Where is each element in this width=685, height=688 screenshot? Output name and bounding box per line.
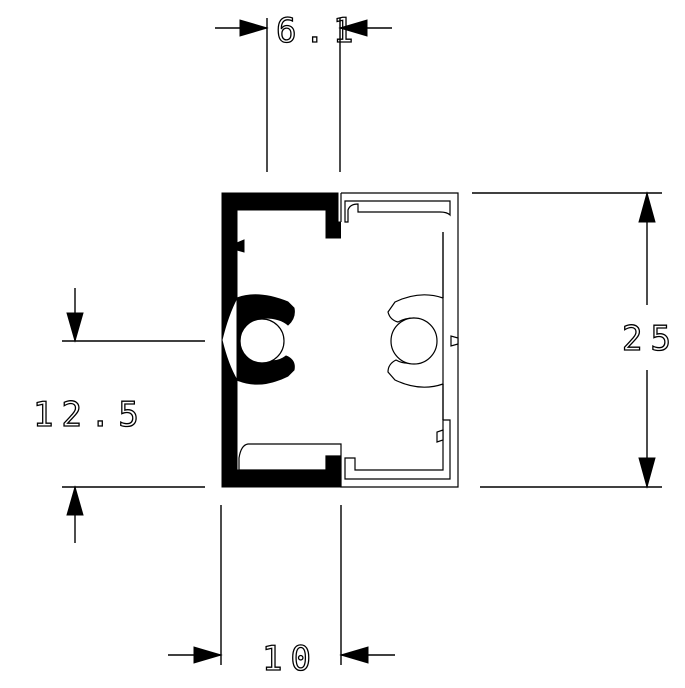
profile-right-half [238,192,459,488]
profile-right-notch-top [450,335,459,347]
dimension-right: 25 [472,191,679,489]
arrow-right-bottom [638,457,656,489]
arrow-top-left [239,19,269,37]
arrow-left-bottom [66,485,84,516]
profile-right-upper-channel [344,200,451,223]
arrow-right-top [638,191,656,223]
dimension-label-top: 6.1 [276,11,361,51]
dimension-left: 12.5 [32,288,205,543]
profile-left-notch [236,239,245,253]
dimension-bottom: 10 [168,505,395,680]
arrow-left-top [66,312,84,343]
dimension-label-left: 12.5 [33,395,147,435]
profile-left-screw-bore [239,318,285,364]
profile-right-outline [238,192,459,488]
arrow-bottom-left [193,646,223,664]
dimension-top: 6.1 [215,10,392,172]
arrow-bottom-right [339,646,369,664]
profile-right-lower-channel [344,419,451,480]
dimension-label-bottom: 10 [262,639,319,679]
profile-right-notch-bottom [436,429,444,443]
arrow-top-right [338,19,368,37]
profile-right-screw-bore [390,317,438,365]
dimension-label-right: 25 [622,319,679,359]
